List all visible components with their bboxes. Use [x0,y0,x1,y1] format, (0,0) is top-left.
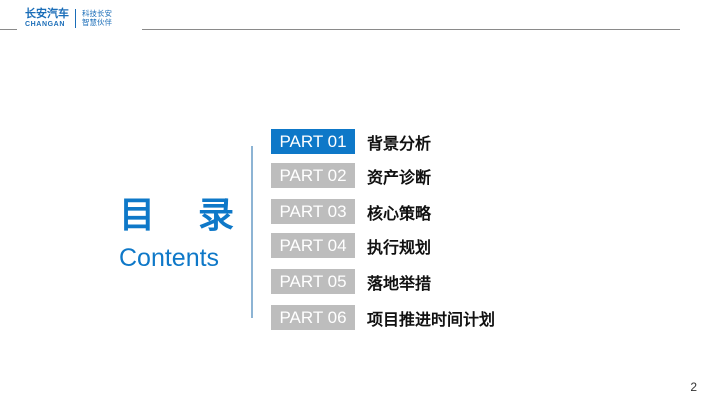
toc-item-03[interactable]: PART 03 核心策略 [271,199,431,224]
logo-wordmark: 长安汽车 CHANGAN [25,8,69,28]
page-title-en: Contents [119,244,220,272]
title-char-2: 录 [197,195,234,236]
changan-logo: 长安汽车 CHANGAN 科技长安 智慧伙伴 [25,8,112,28]
part-label-box: PART 06 [271,305,355,330]
toc-item-title: 落地举措 [367,273,432,293]
logo-en-text: CHANGAN [25,21,65,28]
toc-item-title: 核心策略 [367,203,432,223]
part-label-box: PART 01 [271,129,355,154]
logo-cn-text: 长安汽车 [25,7,69,20]
toc-item-05[interactable]: PART 05 落地举措 [271,269,431,294]
header-rule-right [142,29,680,30]
title-char-1: 目 [119,195,156,236]
toc-item-04[interactable]: PART 04 执行规划 [271,233,431,258]
toc-item-title: 资产诊断 [367,167,432,187]
logo-slogan: 科技长安 智慧伙伴 [82,9,112,28]
part-label-box: PART 04 [271,233,355,258]
toc-item-title: 执行规划 [367,237,432,257]
vertical-divider [251,146,253,318]
toc-item-01[interactable]: PART 01 背景分析 [271,129,431,154]
page-number: 2 [690,380,697,394]
toc-item-06[interactable]: PART 06 项目推进时间计划 [271,305,495,330]
part-label-box: PART 03 [271,199,355,224]
toc-item-02[interactable]: PART 02 资产诊断 [271,163,431,188]
part-label-box: PART 05 [271,269,355,294]
toc-item-title: 背景分析 [367,133,432,153]
page-title-cn: 目 录 [119,196,234,236]
slogan-line-1: 科技长安 [82,8,112,18]
header-rule-left [0,29,17,30]
slogan-line-2: 智慧伙伴 [82,18,112,27]
logo-separator [75,8,76,28]
toc-item-title: 项目推进时间计划 [367,309,496,329]
part-label-box: PART 02 [271,163,355,188]
